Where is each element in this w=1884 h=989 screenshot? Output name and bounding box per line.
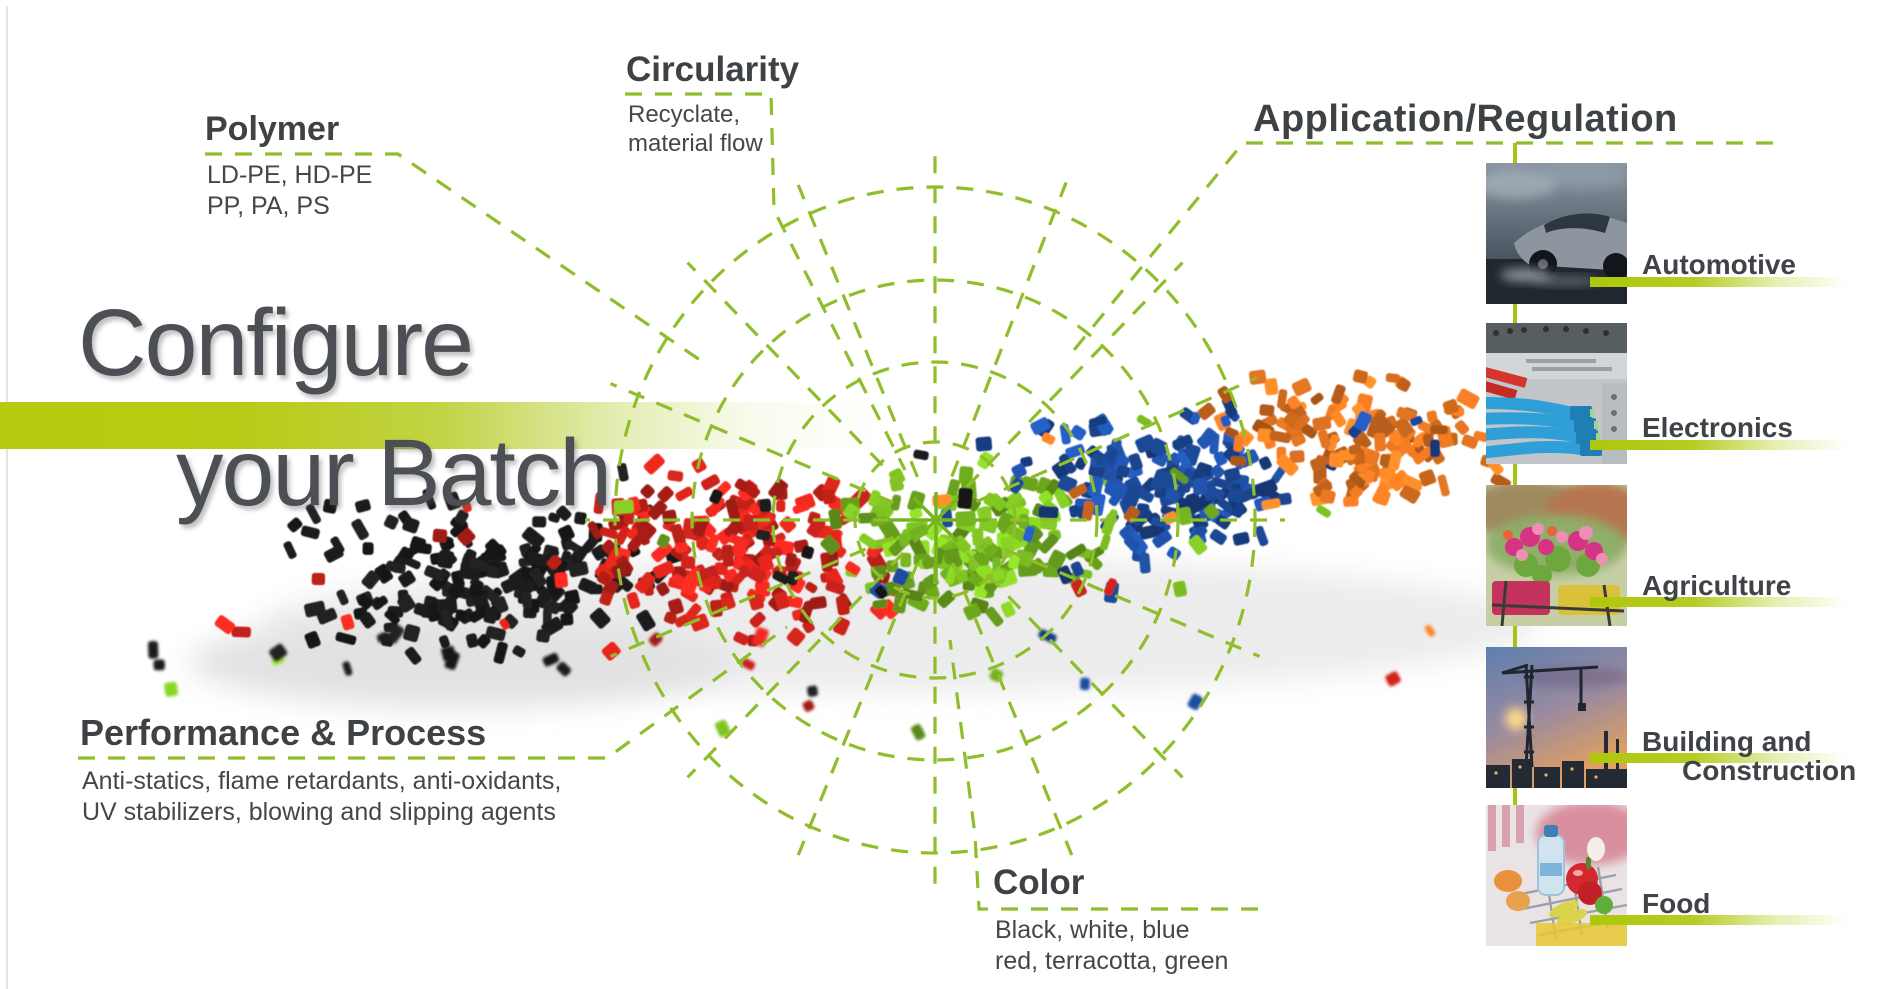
color-detail-line1: Black, white, blue xyxy=(995,916,1190,944)
page-title-line2: your Batch xyxy=(176,420,612,526)
polymer-connector xyxy=(205,152,701,362)
circularity-heading: Circularity xyxy=(626,50,800,89)
building-construction-accent-bar xyxy=(1590,753,1848,763)
automotive-accent-bar xyxy=(1590,277,1848,287)
circularity-connector xyxy=(625,92,907,471)
building-label-text-line1: Building and xyxy=(1642,726,1812,757)
axis-connectors xyxy=(78,92,1773,911)
performance-detail-line1: Anti-statics, flame retardants, anti-oxi… xyxy=(82,767,562,795)
food-label-text: Food xyxy=(1642,888,1711,919)
circularity-detail-line1: Recyclate, xyxy=(628,101,741,128)
pile-ground-shadow-left xyxy=(190,616,730,708)
food-label: Food xyxy=(1642,889,1710,918)
application-column-line xyxy=(1513,143,1517,807)
radar-center-cross xyxy=(888,492,988,582)
building-construction-label: Building and Construction xyxy=(1642,727,1856,785)
circularity-detail-line2: material flow xyxy=(628,130,763,158)
performance-detail-line2: UV stabilizers, blowing and slipping age… xyxy=(82,797,556,826)
agriculture-label: Agriculture xyxy=(1642,571,1791,600)
color-connector xyxy=(948,639,1258,911)
radar-spokes xyxy=(585,156,1285,884)
electronics-accent-bar xyxy=(1590,440,1848,450)
electronics-label-text: Electronics xyxy=(1642,412,1793,443)
agriculture-label-text: Agriculture xyxy=(1642,570,1792,601)
page-title-line1: Configure xyxy=(78,290,474,396)
electronics-label: Electronics xyxy=(1642,413,1793,442)
performance-detail: Anti-statics, flame retardants, anti-oxi… xyxy=(82,766,561,827)
polymer-detail: LD-PE, HD-PE PP, PA, PS xyxy=(207,160,372,221)
application-connector xyxy=(1072,141,1773,352)
polymer-heading: Polymer xyxy=(205,110,340,148)
color-heading: Color xyxy=(993,863,1085,902)
automotive-label-text: Automotive xyxy=(1642,249,1796,280)
polymer-detail-line1: LD-PE, HD-PE xyxy=(207,161,373,189)
polymer-detail-line2: PP, PA, PS xyxy=(207,191,330,220)
color-detail-line2: red, terracotta, green xyxy=(995,946,1229,975)
building-construction-image xyxy=(1486,647,1627,788)
slide-left-edge xyxy=(6,6,8,989)
circularity-detail: Recyclate, material flow xyxy=(628,100,763,159)
application-regulation-heading: Application/Regulation xyxy=(1253,98,1678,140)
building-label-text-line2: Construction xyxy=(1682,755,1857,786)
performance-process-heading: Performance & Process xyxy=(80,712,487,753)
food-accent-bar xyxy=(1590,915,1848,925)
color-detail: Black, white, blue red, terracotta, gree… xyxy=(995,915,1228,976)
automotive-label: Automotive xyxy=(1642,250,1796,279)
food-image xyxy=(1486,805,1627,946)
agriculture-accent-bar xyxy=(1590,597,1848,607)
